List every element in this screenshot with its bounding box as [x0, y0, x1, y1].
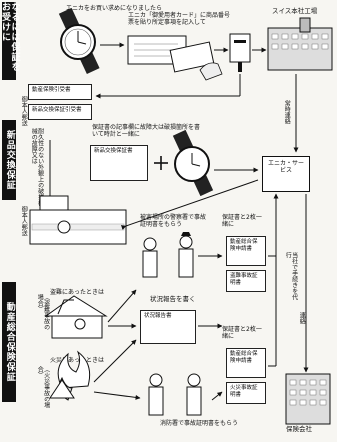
caption-contact-text: 連絡: [298, 312, 306, 324]
card-writing-icon: [127, 35, 223, 81]
doc-theft-cert-text: 盗難事故証明書: [230, 273, 258, 286]
firefighters-icon: [148, 373, 202, 416]
section-header-purchase: なるには保証をお受けに: [0, 2, 20, 80]
caption-theft-label-text: （盗難事故の場合）: [36, 294, 50, 330]
caption-status-report-text: 状況報告を書く: [150, 295, 196, 303]
caption-swiss-hq-text: スイス本社工場: [272, 7, 318, 15]
caption-guarantee-2-a: 保証書と2枚一緒に: [222, 214, 267, 228]
caption-guarantee-note-text: 保証書の記事欄に故障大は破損箇所を書いて時計と一緒に: [92, 124, 201, 138]
plus-sign-icon: [154, 156, 168, 170]
caption-fire-case: 火災にあったときは: [50, 357, 104, 364]
house-theft-icon: [44, 295, 108, 339]
doc-insurance-b: 動産総合保険申請書: [226, 348, 266, 378]
doc-insurance-a-text: 動産総合保険申請書: [230, 239, 258, 252]
section-header-new-exchange: 新品交換保証: [2, 120, 16, 200]
doc-insurance-a: 動産総合保険申請書: [226, 236, 266, 266]
police-officers-icon: [142, 232, 194, 278]
caption-fire-case-text: 火災にあったときは: [50, 357, 105, 364]
caption-fire-station-cert-text: 消防署で事故証明書をもらう: [160, 420, 239, 427]
caption-agent-proxy: 当社で手続きを代行: [284, 252, 297, 304]
caption-mail-in-mid-text: 御本人郵送: [20, 206, 28, 236]
caption-insurance-company: 保険会社: [286, 426, 312, 433]
doc-card-2-text: 新品交換保証引受書: [32, 107, 82, 113]
caption-defect-note: 耐久性のない外観上の破損機械の故障又は: [30, 128, 43, 208]
doc-card-2: 新品交換保証引受書: [28, 104, 92, 120]
doc-guarantee-text: 新品交換保証書: [94, 148, 133, 154]
caption-guarantee-note: 保証書の記事欄に故障大は破損箇所を書いて時計と一緒に: [92, 124, 200, 138]
doc-guarantee: 新品交換保証書: [90, 145, 148, 181]
caption-buy-watch: エニカをお買い求めになりましたら: [66, 5, 162, 12]
caption-fire-station-cert: 消防署で事故証明書をもらう: [160, 420, 240, 427]
doc-status-report-text: 状況報告書: [144, 313, 172, 319]
caption-guarantee-2-b-text: 保証書と2枚一緒に: [222, 326, 262, 340]
section-header-new-exchange-text: 新品交換保証: [4, 130, 15, 190]
caption-guarantee-2-b: 保証書と2枚一緒に: [222, 326, 267, 340]
doc-theft-cert: 盗難事故証明書: [226, 270, 266, 292]
enica-service-text: エニカ・サービス: [267, 160, 304, 174]
caption-status-report: 状況報告を書く: [150, 296, 196, 303]
caption-agent-proxy-text: 当社で手続きを代行: [284, 252, 298, 300]
caption-fill-card-text: エニカ「御愛用者カード」に商品番号票を貼り所定事項を記入して: [128, 12, 231, 26]
doc-status-report: 状況報告書: [140, 310, 196, 344]
caption-swiss-hq: スイス本社工場: [272, 8, 317, 15]
enica-service-building: エニカ・サービス: [262, 156, 310, 192]
section-header-comprehensive: 動産総合保険保証: [2, 282, 16, 402]
caption-fire-label: （火災事故の場合）: [36, 366, 49, 416]
caption-mail-in-top: 御本人郵送: [20, 96, 28, 136]
caption-insurance-company-text: 保険会社: [286, 425, 312, 433]
doc-fire-cert-text: 火災事故証明書: [230, 385, 258, 398]
watch-gift-box-icon: [29, 195, 127, 245]
doc-card-1-text: 動産保険引受書: [32, 87, 71, 93]
caption-fill-card: エニカ「御愛用者カード」に商品番号票を貼り所定事項を記入して: [128, 12, 233, 26]
section-header-purchase-text: なるには保証をお受けに: [0, 2, 20, 72]
doc-fire-cert: 火災事故証明書: [226, 382, 266, 404]
caption-defect-note-text: 耐久性のない外観上の破損機械の故障又は: [30, 128, 44, 206]
caption-guarantee-2-a-text: 保証書と2枚一緒に: [222, 214, 262, 228]
caption-theft-case: 盗難にあったときは: [50, 289, 104, 296]
factory-building-icon: [267, 17, 333, 71]
caption-police-cert: 被害場所の警察署で事故証明書をもらう: [140, 214, 210, 228]
insurance-company-building-icon: [285, 373, 331, 425]
caption-fire-label-text: （火災事故の場合）: [36, 366, 50, 408]
caption-police-cert-text: 被害場所の警察署で事故証明書をもらう: [140, 214, 207, 228]
mailbox-icon: [229, 33, 251, 72]
doc-card-1: 動産保険引受書: [28, 84, 92, 100]
caption-buy-watch-text: エニカをお買い求めになりましたら: [66, 5, 163, 12]
caption-theft-case-text: 盗難にあったときは: [50, 289, 105, 296]
caption-mail-in-top-text: 御本人郵送: [20, 96, 28, 126]
watch-middle-icon: [172, 129, 214, 197]
caption-mail-in-mid: 御本人郵送: [20, 206, 28, 246]
doc-insurance-b-text: 動産総合保険申請書: [230, 351, 258, 364]
fire-icon: [49, 350, 91, 401]
caption-regular-contact-text: 常時連絡: [283, 100, 291, 124]
caption-contact: 連絡: [298, 312, 306, 342]
caption-regular-contact: 常時連絡: [283, 100, 291, 140]
watch-top-icon: [58, 7, 100, 75]
section-header-comprehensive-text: 動産総合保険保証: [4, 302, 15, 382]
caption-theft-label: （盗難事故の場合）: [36, 294, 49, 334]
